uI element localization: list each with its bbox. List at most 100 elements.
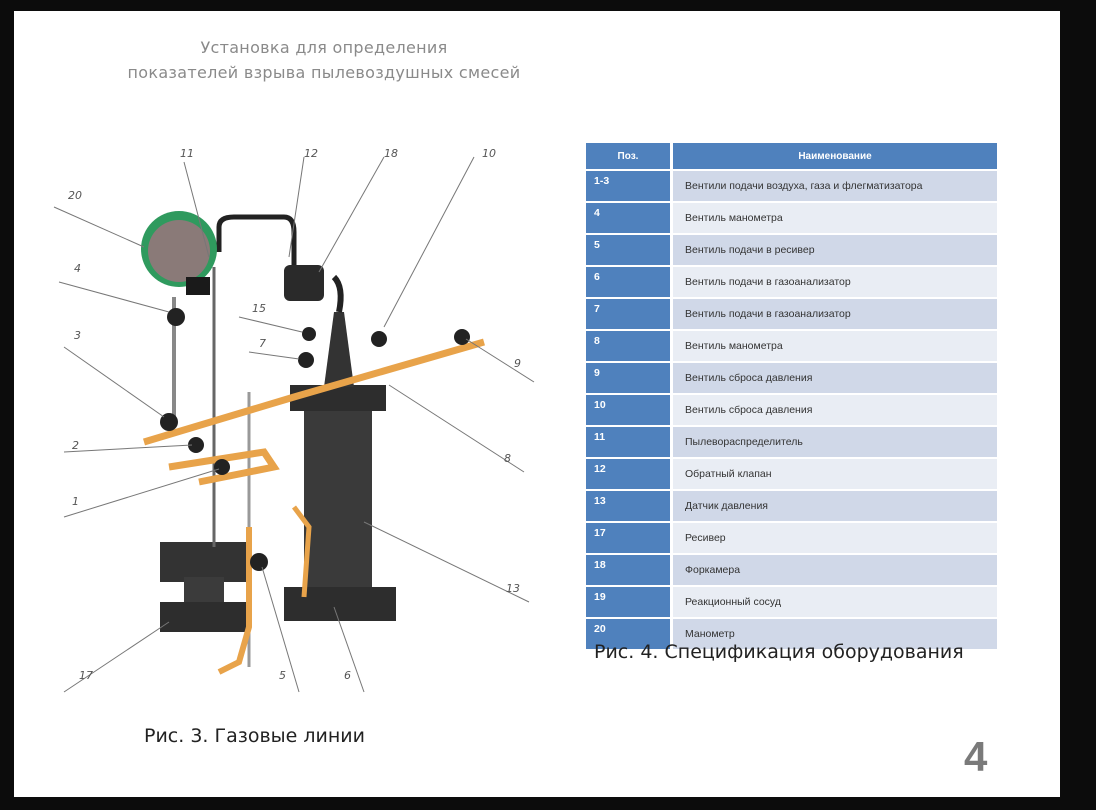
callout-8: 8 <box>504 452 511 465</box>
callout-10: 10 <box>482 147 496 160</box>
title-line-1: Установка для определения <box>200 38 448 57</box>
callout-4: 4 <box>74 262 81 275</box>
valve-4 <box>167 308 185 326</box>
leader-1 <box>63 468 220 518</box>
callout-15: 15 <box>252 302 266 315</box>
row-name: Форкамера <box>673 555 997 585</box>
vessel-base <box>284 587 396 621</box>
callout-6: 6 <box>344 669 351 682</box>
valve-10 <box>371 331 387 347</box>
callout-18: 18 <box>384 147 398 160</box>
header-name: Наименование <box>673 143 997 169</box>
leader-17 <box>63 621 170 693</box>
main-gas-line <box>142 338 485 446</box>
leader-12 <box>288 156 305 258</box>
callout-5: 5 <box>279 669 286 682</box>
row-position: 8 <box>586 331 673 361</box>
row-name: Обратный клапан <box>673 459 997 489</box>
leader-8 <box>388 384 525 473</box>
valve-2 <box>188 437 204 453</box>
callout-3: 3 <box>74 329 81 342</box>
callout-7: 7 <box>259 337 266 350</box>
row-position: 5 <box>586 235 673 265</box>
valve-9 <box>454 329 470 345</box>
table-header-row: Поз. Наименование <box>586 143 997 169</box>
row-position: 20 <box>586 619 673 649</box>
row-position: 4 <box>586 203 673 233</box>
row-position: 9 <box>586 363 673 393</box>
row-position: 11 <box>586 427 673 457</box>
manometer-dial <box>148 220 210 282</box>
callout-11: 11 <box>180 147 194 160</box>
leader-3 <box>63 346 165 418</box>
row-name: Вентиль подачи в газоанализатор <box>673 299 997 329</box>
valve-1 <box>214 459 230 475</box>
apparatus-drawing: 20 11 12 18 10 4 15 7 3 2 1 9 8 17 13 5 … <box>53 147 535 693</box>
gas-lines-figure: 20 11 12 18 10 4 15 7 3 2 1 9 8 17 13 5 … <box>34 127 544 707</box>
leader-5 <box>261 566 300 693</box>
callout-17: 17 <box>79 669 93 682</box>
valve-5 <box>250 553 268 571</box>
top-pipe <box>216 214 297 265</box>
lower-gas-line <box>217 527 252 675</box>
row-position: 10 <box>586 395 673 425</box>
valve-15 <box>302 327 316 341</box>
row-position: 19 <box>586 587 673 617</box>
reaction-vessel <box>304 392 372 602</box>
row-position: 6 <box>586 267 673 297</box>
row-position: 18 <box>586 555 673 585</box>
row-name: Вентиль сброса давления <box>673 363 997 393</box>
row-name: Датчик давления <box>673 491 997 521</box>
valve-3 <box>160 413 178 431</box>
row-name: Пылевораспределитель <box>673 427 997 457</box>
row-position: 12 <box>586 459 673 489</box>
receiver-base <box>160 602 246 632</box>
page-number: 4 <box>964 733 988 780</box>
manometer-sensor <box>186 277 210 295</box>
valve-7 <box>298 352 314 368</box>
slide-title: Установка для определения показателей вз… <box>54 35 594 85</box>
leader-7 <box>248 351 300 360</box>
callout-20: 20 <box>68 189 82 202</box>
row-name: Ресивер <box>673 523 997 553</box>
figure-3-caption: Рис. 3. Газовые линии <box>144 725 365 747</box>
row-name: Реакционный сосуд <box>673 587 997 617</box>
leader-11 <box>183 161 210 258</box>
leader-6 <box>333 606 365 693</box>
row-position: 1-3 <box>586 171 673 201</box>
row-position: 13 <box>586 491 673 521</box>
row-position: 7 <box>586 299 673 329</box>
manifold-line <box>168 448 280 486</box>
pre-chamber <box>284 265 324 301</box>
slide: Установка для определения показателей вз… <box>14 11 1060 797</box>
vessel-neck <box>324 312 354 387</box>
leader-4 <box>58 281 170 313</box>
callout-13: 13 <box>506 582 520 595</box>
title-line-2: показателей взрыва пылевоздушных смесей <box>127 63 521 82</box>
callout-1: 1 <box>72 495 79 508</box>
row-name: Манометр <box>673 619 997 649</box>
row-name: Вентили подачи воздуха, газа и флегматиз… <box>673 171 997 201</box>
row-name: Вентиль подачи в газоанализатор <box>673 267 997 297</box>
leader-20 <box>53 206 145 248</box>
pre-chamber-pipe <box>331 274 344 313</box>
callout-9: 9 <box>514 357 521 370</box>
row-name: Вентиль подачи в ресивер <box>673 235 997 265</box>
row-name: Вентиль манометра <box>673 203 997 233</box>
leader-13 <box>363 521 530 603</box>
row-name: Вентиль манометра <box>673 331 997 361</box>
leader-15 <box>238 316 303 333</box>
leader-2 <box>63 444 193 453</box>
